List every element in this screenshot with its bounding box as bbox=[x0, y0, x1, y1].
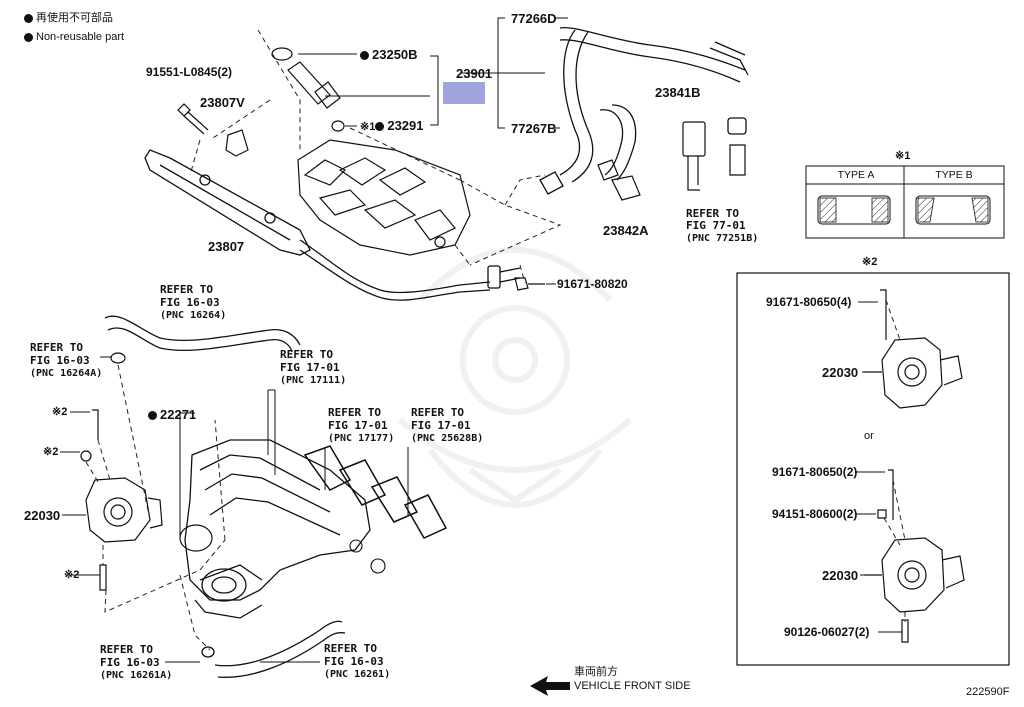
ref-77-01-line1: REFER TO bbox=[686, 207, 739, 220]
bolt-91551 bbox=[177, 103, 249, 157]
ref-16264-line3: (PNC 16264) bbox=[160, 310, 227, 321]
label-91551-l0845[interactable]: 91551-L0845(2) bbox=[146, 65, 233, 79]
label-22030-right-upper[interactable]: 22030 bbox=[822, 365, 859, 380]
label-22030-right-lower[interactable]: 22030 bbox=[822, 568, 859, 583]
ref-17111-line3: (PNC 17111) bbox=[280, 375, 347, 386]
label-22030-left[interactable]: 22030 bbox=[24, 508, 61, 523]
label-94151-80600-2[interactable]: 94151-80600(2) bbox=[772, 507, 858, 521]
ref-17111-line2[interactable]: FIG 17-01 bbox=[280, 361, 340, 374]
ref-16261a-line1: REFER TO bbox=[100, 643, 153, 656]
small-fittings bbox=[349, 539, 386, 574]
label-or: or bbox=[864, 430, 874, 442]
type-b-header: TYPE B bbox=[935, 169, 973, 181]
ref-17177-line2[interactable]: FIG 17-01 bbox=[328, 419, 388, 432]
front-direction-jp: 車両前方 bbox=[574, 666, 618, 678]
label-91671-80650-4[interactable]: 91671-80650(4) bbox=[766, 295, 852, 309]
label-90126-06027-2[interactable]: 90126-06027(2) bbox=[784, 625, 870, 639]
injector bbox=[271, 47, 345, 132]
ref-77-01-line3: (PNC 77251B) bbox=[686, 233, 759, 244]
throttle-body-left bbox=[80, 409, 163, 591]
note-2-nut: ※2 bbox=[43, 446, 59, 458]
legend-jp: 再使用不可部品 bbox=[24, 12, 113, 25]
ref-25628b-line2[interactable]: FIG 17-01 bbox=[411, 419, 471, 432]
hose-16261 bbox=[201, 620, 346, 678]
dashed-guides bbox=[189, 29, 562, 284]
type-a-hatch bbox=[819, 197, 889, 223]
hose-16264 bbox=[104, 315, 301, 353]
type-box bbox=[805, 165, 1005, 239]
clamp-23842a bbox=[597, 159, 641, 201]
highlight-box bbox=[443, 82, 485, 104]
throttle-body-upper bbox=[864, 289, 963, 409]
label-23841b[interactable]: 23841B bbox=[655, 85, 701, 100]
ref-16264-line2[interactable]: FIG 16-03 bbox=[160, 296, 220, 309]
label-23807[interactable]: 23807 bbox=[208, 239, 245, 254]
label-23842a[interactable]: 23842A bbox=[603, 223, 649, 238]
front-direction-arrow bbox=[530, 676, 570, 696]
ref-16261a-line3: (PNC 16261A) bbox=[100, 670, 173, 681]
non-reusable-dot-icon bbox=[24, 32, 33, 42]
watermark-emblem bbox=[398, 247, 632, 508]
left-dashes bbox=[85, 364, 226, 651]
ref-17177-line1: REFER TO bbox=[328, 406, 381, 419]
ref-16261-line3: (PNC 16261) bbox=[324, 669, 391, 680]
ref-16264a-line2[interactable]: FIG 16-03 bbox=[30, 354, 90, 367]
label-77266d[interactable]: 77266D bbox=[511, 11, 557, 26]
throttle-body-lower bbox=[864, 469, 965, 643]
throttle-options-box bbox=[736, 272, 1010, 666]
label-91671-80820[interactable]: 91671-80820 bbox=[557, 277, 628, 291]
non-reusable-dot-icon bbox=[24, 13, 33, 23]
connector-23841b bbox=[682, 121, 746, 191]
note-2-bolt: ※2 bbox=[52, 406, 68, 418]
type-b-hatch bbox=[917, 197, 989, 223]
intake-manifold bbox=[184, 439, 371, 619]
non-reusable-dot-icon bbox=[375, 122, 385, 132]
legend-en: Non-reusable part bbox=[24, 31, 124, 44]
callout-lines bbox=[298, 17, 568, 129]
figure-code: 222590F bbox=[966, 686, 1010, 698]
ref-25628b-line3: (PNC 25628B) bbox=[411, 433, 484, 444]
clamp-16264a bbox=[110, 352, 126, 364]
label-91671-80650-2[interactable]: 91671-80650(2) bbox=[772, 465, 858, 479]
manifold-gasket bbox=[303, 445, 448, 539]
ref-16261a-line2[interactable]: FIG 16-03 bbox=[100, 656, 160, 669]
type-a-header: TYPE A bbox=[837, 169, 875, 181]
ref-16264-line1: REFER TO bbox=[160, 283, 213, 296]
right-box-note: ※2 bbox=[862, 256, 878, 268]
ref-16261-line2[interactable]: FIG 16-03 bbox=[324, 655, 384, 668]
ref-17111-line1: REFER TO bbox=[280, 348, 333, 361]
fuel-delivery-pipe bbox=[144, 149, 521, 301]
note-2-stud: ※2 bbox=[64, 569, 80, 581]
ref-77-01-line2[interactable]: FIG 77-01 bbox=[686, 219, 746, 232]
label-77267b[interactable]: 77267B bbox=[511, 121, 557, 136]
type-box-note: ※1 bbox=[895, 150, 911, 162]
ref-17177-line3: (PNC 17177) bbox=[328, 433, 395, 444]
ref-25628b-line1: REFER TO bbox=[411, 406, 464, 419]
label-23901[interactable]: 23901 bbox=[456, 66, 493, 81]
right-box-dashes bbox=[883, 299, 906, 622]
front-direction-en: VEHICLE FRONT SIDE bbox=[574, 680, 691, 692]
label-23807v[interactable]: 23807V bbox=[200, 95, 245, 110]
ref-16261-line1: REFER TO bbox=[324, 642, 377, 655]
ref-leaders bbox=[60, 283, 902, 663]
engine-head-outline bbox=[297, 139, 471, 256]
fuel-hose-assembly bbox=[539, 26, 749, 195]
non-reusable-dot-icon bbox=[148, 411, 157, 421]
ref-16264a-line1: REFER TO bbox=[30, 341, 83, 354]
bolt-91671-80820 bbox=[514, 277, 545, 291]
ref-16264a-line3: (PNC 16264A) bbox=[30, 368, 103, 379]
label-23250b[interactable]: 23250B bbox=[360, 48, 418, 61]
non-reusable-dot-icon bbox=[360, 51, 369, 61]
label-22271[interactable]: 22271 bbox=[148, 408, 196, 421]
